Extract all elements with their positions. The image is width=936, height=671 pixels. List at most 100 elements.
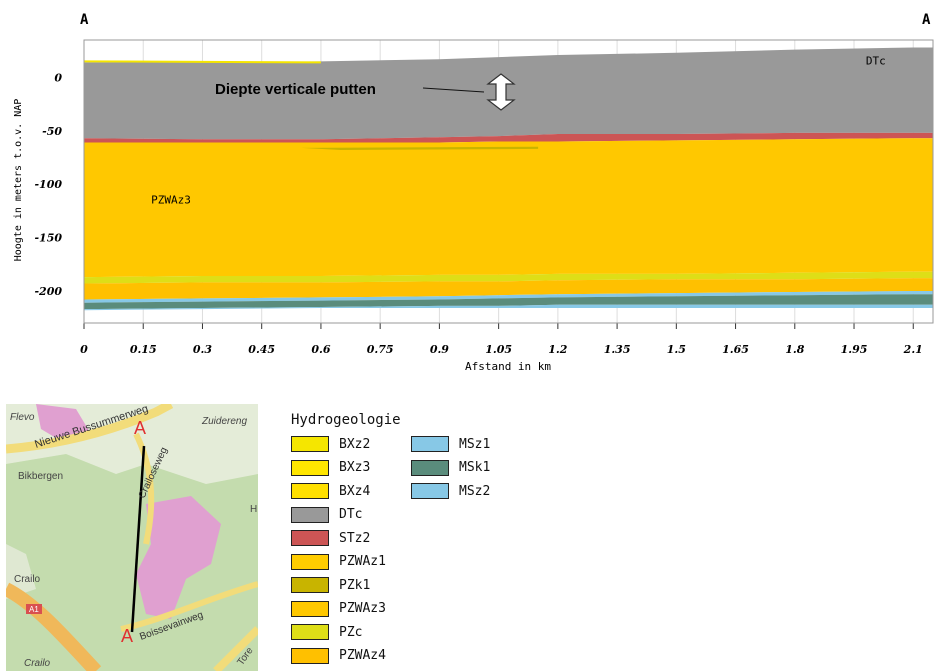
y-tick-label: -100 bbox=[34, 178, 62, 191]
annotation: Diepte verticale putten bbox=[215, 73, 516, 111]
legend-item-dtc: DTc bbox=[291, 505, 362, 525]
section-line bbox=[130, 445, 146, 633]
layer-msz2 bbox=[84, 304, 933, 311]
legend-swatch bbox=[291, 647, 329, 664]
map-label-crailo-1: Crailo bbox=[14, 574, 41, 585]
legend-label: STz2 bbox=[339, 530, 371, 546]
map-point-a-bottom: A bbox=[121, 626, 133, 646]
plot-frame bbox=[83, 39, 934, 324]
x-tick-label: 1.35 bbox=[604, 343, 631, 356]
legend-item-pzwaz3: PZWAz3 bbox=[291, 599, 386, 619]
x-tick-label: 1.5 bbox=[667, 343, 686, 356]
road-nieuwe-bussummerweg bbox=[6, 404, 174, 454]
legend-swatch bbox=[291, 530, 329, 546]
legend-item-msk1: MSk1 bbox=[411, 458, 490, 478]
legend-label: MSz1 bbox=[459, 436, 491, 452]
legend-item-stz2: STz2 bbox=[291, 528, 370, 548]
y-tick-label: -200 bbox=[34, 285, 62, 298]
legend-label: PZWAz3 bbox=[339, 601, 386, 616]
legend-label: BXz2 bbox=[339, 436, 371, 452]
legend-swatch bbox=[291, 506, 329, 523]
layer-label: DTc bbox=[866, 55, 886, 68]
legend-label: MSk1 bbox=[459, 460, 491, 475]
legend-label: BXz4 bbox=[339, 483, 371, 499]
map-label-flevo: Flevo bbox=[10, 412, 35, 423]
legend-item-pzwaz1: PZWAz1 bbox=[291, 552, 386, 572]
x-tick-label: 0.6 bbox=[311, 343, 330, 356]
motorway-shield bbox=[26, 604, 42, 614]
layer-dtc bbox=[84, 47, 933, 140]
legend-item-pzc: PZc bbox=[291, 622, 362, 642]
map-point-a-top: A bbox=[134, 418, 146, 438]
legend-item-msz2: MSz2 bbox=[411, 481, 490, 501]
legend-label: MSz2 bbox=[459, 483, 491, 499]
layer-bxz2 bbox=[83, 60, 321, 64]
legend-swatch bbox=[291, 436, 329, 452]
urban-area-east bbox=[136, 496, 221, 619]
legend-swatch bbox=[291, 553, 329, 570]
legend-label: BXz3 bbox=[339, 460, 371, 475]
section-end-label: A bbox=[922, 12, 931, 28]
legend-label: PZWAz1 bbox=[339, 554, 386, 569]
layer-stz2 bbox=[84, 132, 933, 143]
annotation-leader-line bbox=[422, 87, 485, 93]
y-tick-label: -150 bbox=[34, 232, 62, 245]
legend-swatch bbox=[411, 483, 449, 499]
x-tick-label: 1.05 bbox=[485, 343, 512, 356]
x-tick-label: 2.1 bbox=[903, 343, 923, 356]
legend-label: PZk1 bbox=[339, 577, 371, 593]
x-tick-label: 0.15 bbox=[130, 343, 157, 356]
legend-swatch bbox=[411, 436, 449, 452]
x-tick-label: 1.2 bbox=[548, 343, 567, 356]
layer-pzwaz4 bbox=[84, 278, 933, 300]
x-tick-label: 1.65 bbox=[722, 343, 749, 356]
legend-label: PZWAz4 bbox=[339, 648, 386, 663]
annotation-text: Diepte verticale putten bbox=[215, 81, 376, 98]
legend-item-pzk1: PZk1 bbox=[291, 575, 370, 595]
map-label-a1: A1 bbox=[29, 605, 39, 614]
x-tick-label: 0 bbox=[80, 343, 88, 356]
x-tick-label: 1.95 bbox=[841, 343, 868, 356]
x-tick-label: 1.8 bbox=[785, 343, 804, 356]
map-canvas: Flevo Nieuwe Bussummerweg Zuidereng Bikb… bbox=[6, 404, 258, 671]
section-start-label: A bbox=[80, 12, 89, 28]
x-axis-label: Afstand in km bbox=[465, 360, 551, 373]
location-map: Flevo Nieuwe Bussummerweg Zuidereng Bikb… bbox=[6, 404, 258, 671]
layer-msk1 bbox=[84, 294, 933, 310]
motorway-a1 bbox=[6, 582, 102, 671]
x-tick-label: 0.45 bbox=[248, 343, 275, 356]
legend-swatch bbox=[291, 600, 329, 617]
legend-item-bxz4: BXz4 bbox=[291, 481, 370, 501]
legend-swatch bbox=[291, 483, 329, 499]
legend-swatch bbox=[411, 459, 449, 476]
x-tick-label: 0.3 bbox=[193, 343, 212, 356]
legend-swatch bbox=[291, 624, 329, 640]
legend-item-pzwaz4: PZWAz4 bbox=[291, 646, 386, 666]
y-axis-label: Hoogte in meters t.o.v. NAP bbox=[13, 99, 24, 262]
map-label-bikbergen: Bikbergen bbox=[18, 471, 63, 482]
map-label-h: H bbox=[250, 504, 257, 515]
layer-pzc bbox=[84, 271, 933, 284]
layer-label: PZWAz3 bbox=[151, 193, 191, 206]
layer-pzk1 bbox=[301, 146, 539, 150]
legend-item-msz1: MSz1 bbox=[411, 434, 490, 454]
y-tick-label: -50 bbox=[42, 125, 62, 138]
road-crailoseweg bbox=[133, 432, 155, 545]
legend-label: PZc bbox=[339, 624, 363, 640]
layer-pzwaz3 bbox=[84, 138, 933, 278]
double-arrow-icon bbox=[486, 73, 516, 111]
legend-swatch bbox=[291, 459, 329, 476]
road-tore bbox=[213, 626, 258, 671]
legend-item-bxz2: BXz2 bbox=[291, 434, 370, 454]
legend-swatch bbox=[291, 577, 329, 593]
y-tick-label: 0 bbox=[54, 71, 62, 84]
legend-title: Hydrogeologie bbox=[291, 412, 401, 428]
layer-msz1 bbox=[84, 291, 933, 303]
layers bbox=[83, 47, 933, 311]
legend-label: DTc bbox=[339, 507, 363, 522]
x-tick-label: 0.9 bbox=[430, 343, 449, 356]
